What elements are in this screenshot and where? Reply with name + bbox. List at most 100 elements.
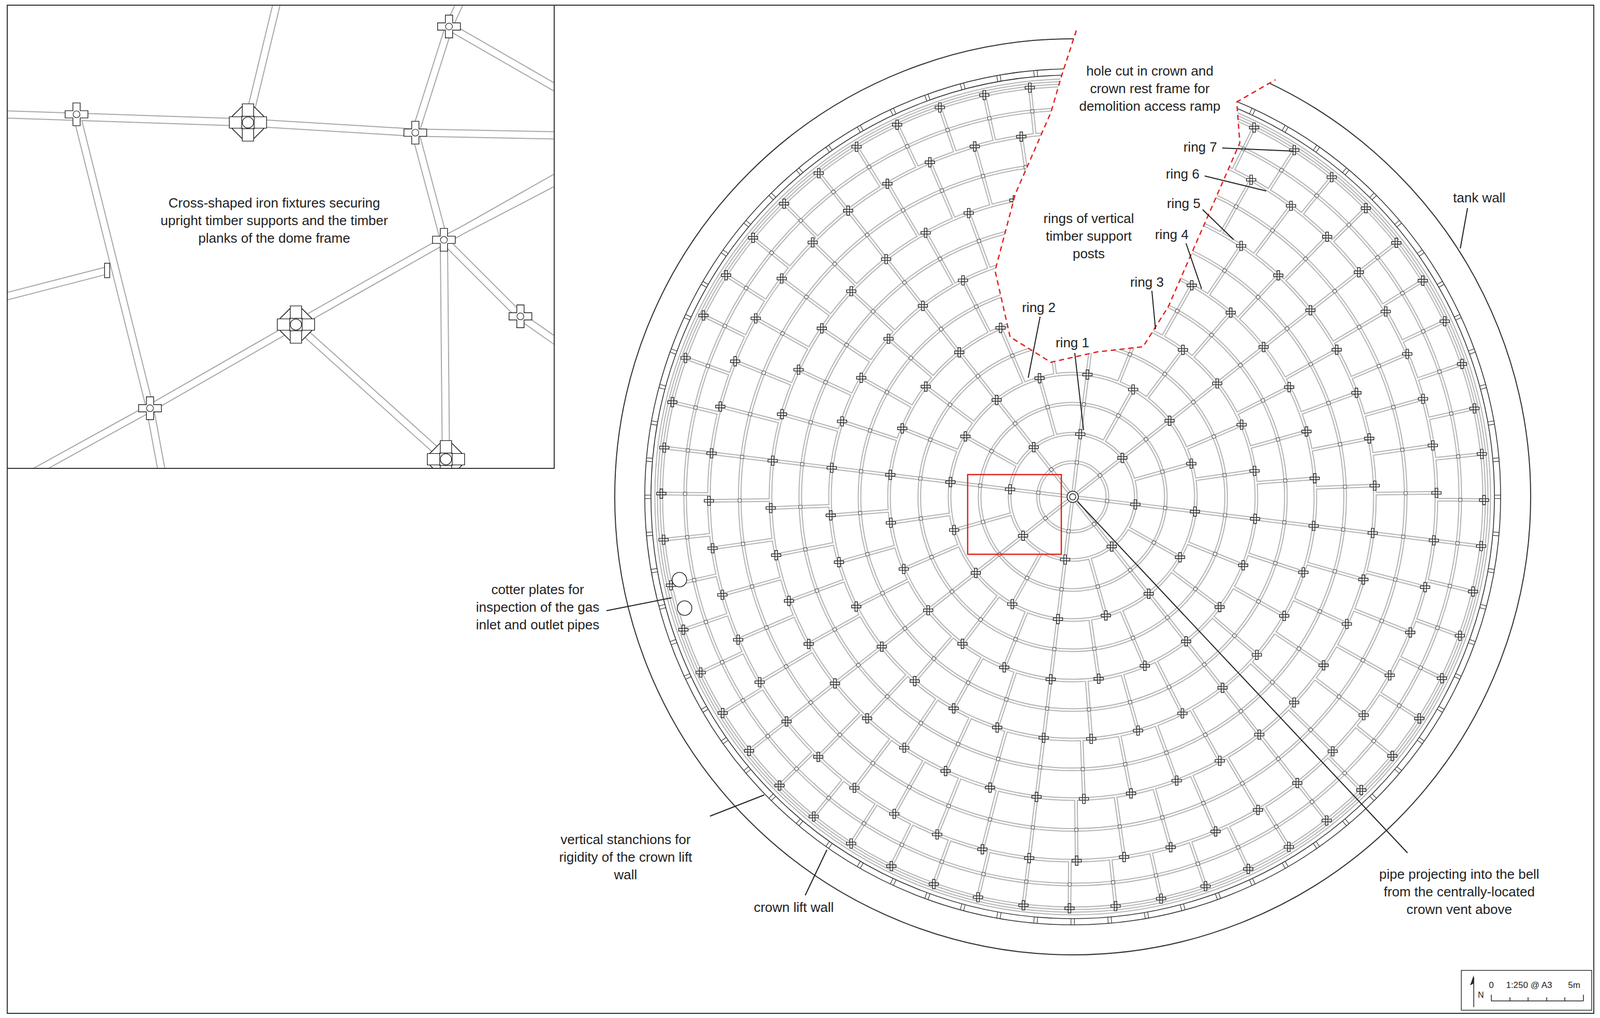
callout-label: Cross-shaped iron fixtures securing upri… [152,194,396,247]
timber-plank [954,513,1013,530]
plank-joint [1273,561,1278,566]
iron-fixture [932,882,936,886]
iron-fixture [736,638,740,641]
plank-joint [741,698,745,703]
iron-fixture [1218,683,1228,693]
timber-plank [776,543,835,555]
plank-joint [996,757,1000,761]
plank-joint [1203,732,1208,737]
iron-fixture [846,209,850,212]
timber-plank [851,291,895,332]
iron-fixture [437,15,461,38]
timber-plank [1039,378,1056,437]
iron-fixture [902,567,906,571]
stanchion [1036,916,1039,924]
plank-joint [794,766,799,771]
iron-fixture [777,409,787,419]
timber-plank [415,26,450,133]
iron-fixture [751,236,755,240]
iron-fixture [974,571,977,574]
iron-fixture [1072,855,1082,866]
iron-fixture [840,419,844,423]
iron-fixture [826,463,837,473]
timber-ring [949,373,1196,620]
iron-fixture [1428,440,1438,451]
timber-plank [1332,311,1386,344]
plank-joint [1342,771,1347,775]
plank-joint [1341,527,1345,532]
plank-joint [808,420,813,424]
stanchion [927,893,930,900]
iron-fixture [1180,712,1184,715]
iron-fixture [1190,284,1193,287]
plank-joint [826,795,831,800]
plank-joint [987,116,992,121]
iron-fixture [1246,174,1256,185]
iron-fixture [707,543,718,553]
timber-plank [812,242,857,286]
iron-fixture [885,470,896,480]
iron-fixture [1190,506,1200,516]
timber-ring [1038,462,1108,532]
iron-fixture [1240,423,1243,426]
timber-plank [722,578,782,595]
stanchion [1396,223,1402,228]
timber-plank [1171,570,1220,607]
plank-joint [979,617,983,622]
timber-plank [835,646,882,684]
iron-fixture [1468,586,1478,597]
iron-fixture [774,780,784,791]
iron-fixture [1238,560,1248,570]
iron-fixture [1039,733,1049,743]
timber-plank [888,338,934,378]
leader-line [1222,147,1294,152]
iron-fixture [1256,808,1259,811]
iron-fixture [996,323,1006,333]
plank-joint [1024,879,1029,884]
plank-joint [1222,268,1227,273]
stanchion [1183,903,1185,910]
timber-plank [891,823,913,867]
plank-joint [1191,400,1196,404]
iron-fixture [1432,538,1435,542]
timber-plank [1253,205,1291,256]
timber-plank [1284,349,1337,379]
plank-joint [1338,442,1342,447]
timber-plank [737,615,795,640]
plank-joint [1371,738,1376,743]
timber-plank [1259,734,1298,783]
timber-plank [700,652,744,673]
timber-plank [1111,546,1149,594]
iron-fixture [516,313,524,320]
plank-joint [1043,516,1048,521]
iron-fixture [730,356,740,366]
stanchion [650,424,658,426]
iron-fixture [1215,602,1225,612]
timber-plank [1433,540,1481,546]
timber-plank [752,237,790,268]
plank-joint [966,680,970,685]
timber-plank [861,377,913,407]
plank-joint [748,412,752,417]
iron-fixture [932,829,942,839]
plank-joint [1162,372,1167,376]
stanchion [659,607,666,610]
timber-plank [1012,551,1042,604]
stanchion [1480,604,1487,606]
iron-fixture [1402,349,1413,359]
timber-plank [962,595,999,644]
timber-plank [974,146,992,206]
stanchion [1469,351,1476,354]
plank-joint [945,128,950,132]
timber-plank [722,578,782,595]
timber-plank [821,328,871,362]
plank-joint [865,232,869,237]
iron-fixture [1190,462,1193,465]
inset-fixtures [65,15,532,468]
iron-fixture [1249,122,1259,132]
timber-plank [295,324,447,459]
iron-fixture [1106,541,1117,552]
iron-fixture [1287,385,1291,389]
stanchion [671,348,677,351]
iron-fixture [709,451,713,455]
